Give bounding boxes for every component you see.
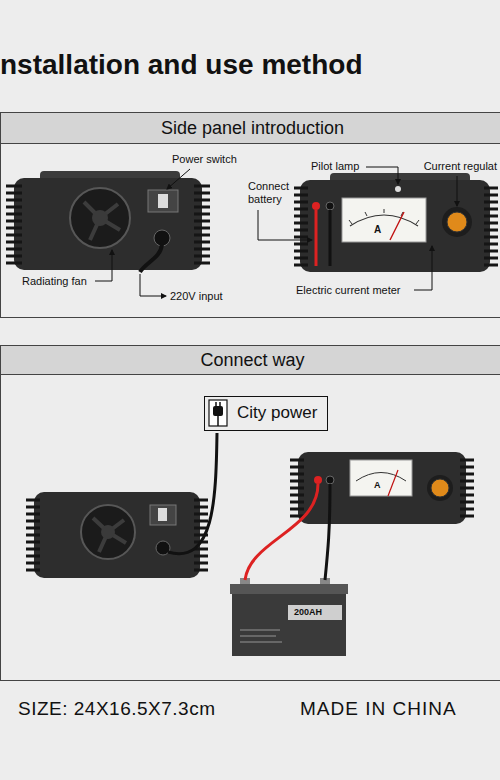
meter-unit: A <box>374 224 381 236</box>
panel-section: Connect wayCity power <box>0 345 500 681</box>
charger-meter-side <box>431 479 449 497</box>
part-label: Radiating fan <box>22 275 87 288</box>
plug-icon <box>209 400 227 426</box>
part-label: Connect battery <box>248 180 292 206</box>
plug-icon <box>213 406 223 416</box>
leader-lines <box>95 167 457 296</box>
charger-meter-side <box>315 210 318 266</box>
charger-fan-side <box>81 505 135 559</box>
charger-fan-side <box>6 171 210 272</box>
leader-lines <box>95 250 112 281</box>
charger-meter-side <box>290 460 304 516</box>
charger-meter-side <box>427 475 453 501</box>
cables <box>245 484 318 580</box>
charger-meter-side <box>294 173 498 272</box>
charger-fan-side <box>194 186 210 263</box>
charger-fan-side <box>14 178 202 270</box>
charger-fan-side <box>26 500 40 570</box>
battery <box>288 605 342 620</box>
charger-fan-side <box>6 186 22 263</box>
charger-fan-side <box>70 188 130 248</box>
charger-meter-side <box>390 212 404 240</box>
part-label: Electric current meter <box>296 284 401 297</box>
cables <box>325 484 330 580</box>
charger-fan-side <box>92 210 108 226</box>
charger-fan-side <box>34 492 200 578</box>
charger-meter-side <box>329 210 332 266</box>
leader-lines <box>414 246 432 290</box>
meter-unit: A <box>374 480 381 491</box>
charger-fan-side <box>150 505 176 525</box>
charger-meter-side <box>447 212 467 232</box>
part-label: 220V input <box>170 290 223 303</box>
charger-meter-side <box>300 180 490 272</box>
charger-meter-side <box>356 473 406 482</box>
charger-fan-side <box>26 492 208 578</box>
battery <box>240 630 282 642</box>
origin-note: MADE IN CHINA <box>300 698 457 721</box>
charger-fan-side <box>140 244 162 272</box>
leader-lines <box>167 169 190 189</box>
battery <box>230 578 348 656</box>
panel-section: Side panel introduction <box>0 112 500 318</box>
battery-rating: 200AH <box>294 607 322 618</box>
battery <box>232 594 346 656</box>
charger-fan-side <box>101 525 115 539</box>
cables <box>168 433 330 580</box>
panel-heading: Connect way <box>1 346 500 375</box>
page-title: nstallation and use method <box>0 48 362 82</box>
charger-meter-side <box>460 460 474 516</box>
charger-meter-side <box>326 476 334 484</box>
charger-meter-side <box>312 202 320 210</box>
charger-meter-side <box>294 188 308 265</box>
charger-meter-side <box>395 186 401 192</box>
leader-lines <box>366 167 398 184</box>
cables <box>168 433 217 554</box>
charger-meter-side <box>342 198 426 242</box>
charger-fan-side <box>154 230 170 246</box>
part-label: Pilot lamp <box>311 160 359 173</box>
charger-meter-side <box>484 188 498 265</box>
charger-meter-side <box>388 470 398 496</box>
leader-lines <box>258 210 312 240</box>
part-label: Current regulat <box>424 160 497 173</box>
charger-fan-side <box>158 508 167 521</box>
charger-fan-side <box>84 202 120 240</box>
charger-fan-side <box>148 190 178 212</box>
charger-meter-side <box>349 209 419 224</box>
charger-meter-side <box>298 452 466 524</box>
plug-icon <box>209 400 227 426</box>
charger-meter-side <box>326 202 334 210</box>
charger-fan-side <box>158 194 168 208</box>
leader-lines <box>457 176 458 206</box>
box-label: City power <box>237 403 318 423</box>
plug-icon <box>216 402 220 426</box>
charger-meter-side <box>442 207 472 237</box>
leader-lines <box>140 274 166 296</box>
size-note: SIZE: 24X16.5X7.3cm <box>18 698 216 721</box>
panel-heading: Side panel introduction <box>1 113 500 144</box>
charger-meter-side <box>314 476 322 484</box>
charger-meter-side <box>350 215 418 226</box>
part-label: Power switch <box>172 153 237 166</box>
battery <box>230 584 348 594</box>
charger-meter-side <box>350 460 412 496</box>
power-source-box: City power <box>204 396 328 431</box>
charger-fan-side <box>93 518 126 552</box>
